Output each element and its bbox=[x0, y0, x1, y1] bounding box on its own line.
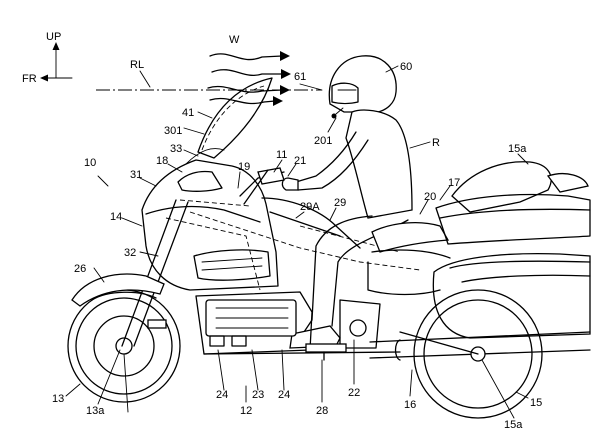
callout-20: 20 bbox=[424, 191, 436, 203]
front-label: FR bbox=[22, 73, 37, 85]
front-wheel bbox=[67, 289, 181, 403]
callout-24a: 24 bbox=[216, 389, 228, 401]
callout-33: 33 bbox=[170, 143, 182, 155]
callout-13: 13 bbox=[52, 393, 64, 405]
wind-arrows: W bbox=[207, 34, 291, 106]
handlebar bbox=[239, 167, 285, 205]
rider bbox=[281, 55, 413, 349]
callout-10: 10 bbox=[84, 157, 96, 169]
callout-15a-top: 15a bbox=[508, 143, 527, 155]
callout-60: 60 bbox=[400, 61, 412, 73]
engine bbox=[195, 291, 401, 355]
callout-32: 32 bbox=[124, 247, 136, 259]
callout-61: 61 bbox=[294, 71, 306, 83]
callout-labels: 60 61 41 301 201 33 R 11 21 18 19 10 31 … bbox=[52, 61, 542, 431]
callout-11: 11 bbox=[276, 149, 287, 161]
callout-29A: 29A bbox=[300, 201, 320, 213]
rear-luggage bbox=[367, 193, 591, 339]
orientation-arrows: UP FR bbox=[22, 31, 73, 85]
callout-26: 26 bbox=[74, 263, 86, 275]
footrest bbox=[305, 343, 347, 361]
front-fairing bbox=[141, 159, 279, 291]
callout-12: 12 bbox=[240, 405, 252, 417]
callout-24b: 24 bbox=[278, 389, 290, 401]
callout-19: 19 bbox=[238, 161, 250, 173]
callout-28: 28 bbox=[316, 405, 328, 417]
callout-23: 23 bbox=[252, 389, 264, 401]
wind-label: W bbox=[229, 34, 240, 46]
rl-label: RL bbox=[130, 59, 144, 71]
callout-29: 29 bbox=[334, 197, 346, 209]
callout-22: 22 bbox=[348, 387, 360, 399]
callout-21: 21 bbox=[294, 155, 306, 167]
callout-13a: 13a bbox=[86, 405, 105, 417]
callout-18: 18 bbox=[156, 155, 168, 167]
up-label: UP bbox=[46, 31, 61, 43]
callout-14: 14 bbox=[110, 211, 122, 223]
callout-201: 201 bbox=[314, 135, 332, 147]
callout-R: R bbox=[432, 137, 440, 149]
callout-16: 16 bbox=[404, 399, 416, 411]
callout-15: 15 bbox=[530, 397, 542, 409]
leader-lines bbox=[65, 65, 529, 419]
frame bbox=[189, 197, 421, 271]
callout-41: 41 bbox=[182, 107, 194, 119]
windscreen bbox=[185, 77, 273, 165]
callout-15a-bottom: 15a bbox=[504, 419, 523, 431]
seat bbox=[371, 161, 589, 253]
callout-31: 31 bbox=[130, 169, 142, 181]
callout-301: 301 bbox=[164, 125, 182, 137]
callout-17: 17 bbox=[448, 177, 460, 189]
rear-wheel bbox=[399, 289, 543, 419]
front-fork bbox=[71, 199, 189, 347]
